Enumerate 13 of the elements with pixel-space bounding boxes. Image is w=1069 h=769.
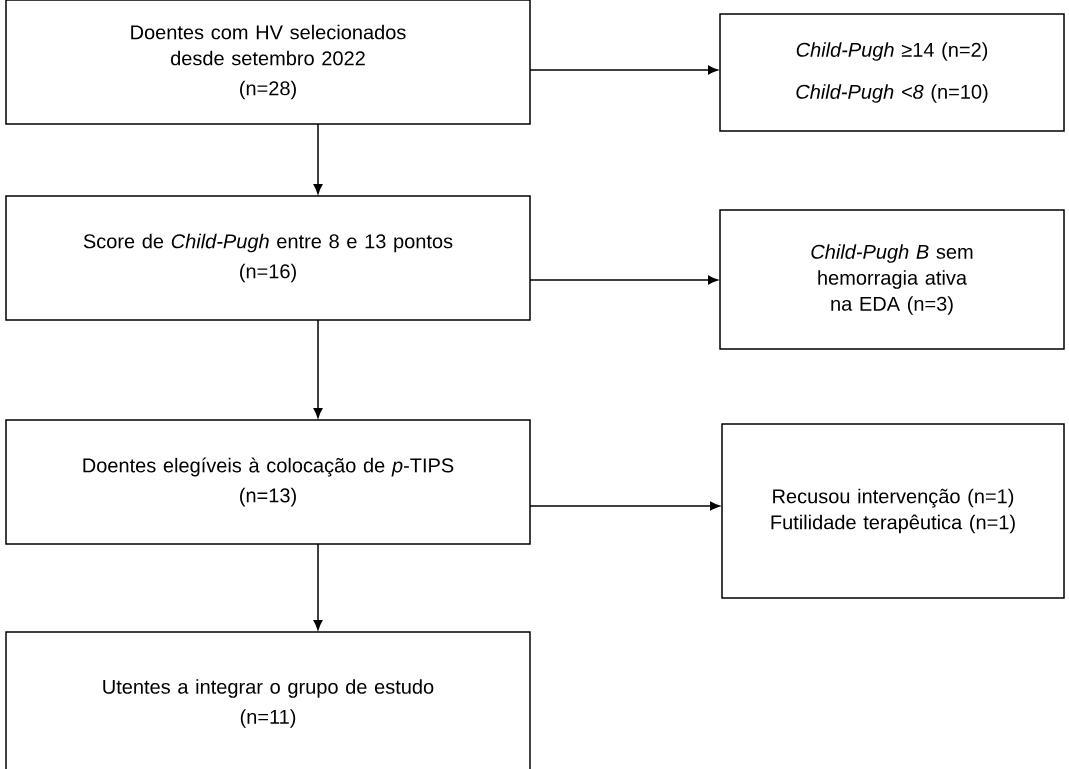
process-box: Child-Pugh ≥14 (n=2) Child-Pugh <8 (n=10) [719, 13, 1065, 132]
arrow [313, 123, 323, 194]
process-box: Utentes a integrar o grupo de estudo (n=11) [5, 631, 531, 769]
arrow [313, 319, 323, 418]
process-box: Score de Child-Pugh entre 8 e 13 pontos (n=16) [5, 195, 531, 321]
arrow [529, 275, 718, 285]
arrow [529, 501, 720, 511]
arrow [313, 543, 323, 630]
process-box: Recusou intervenção (n=1) Futilidade terapêutica (n=1) [721, 423, 1065, 599]
process-box: Child-Pugh B sem hemorragia ativa na EDA (n=3) [719, 209, 1065, 350]
arrow [529, 65, 718, 75]
process-box: Doentes elegíveis à colocação de p-TIPS (n=13) [5, 419, 531, 545]
process-box: Doentes com HV selecionados desde setembro 2022 (n=28) [5, 0, 531, 125]
